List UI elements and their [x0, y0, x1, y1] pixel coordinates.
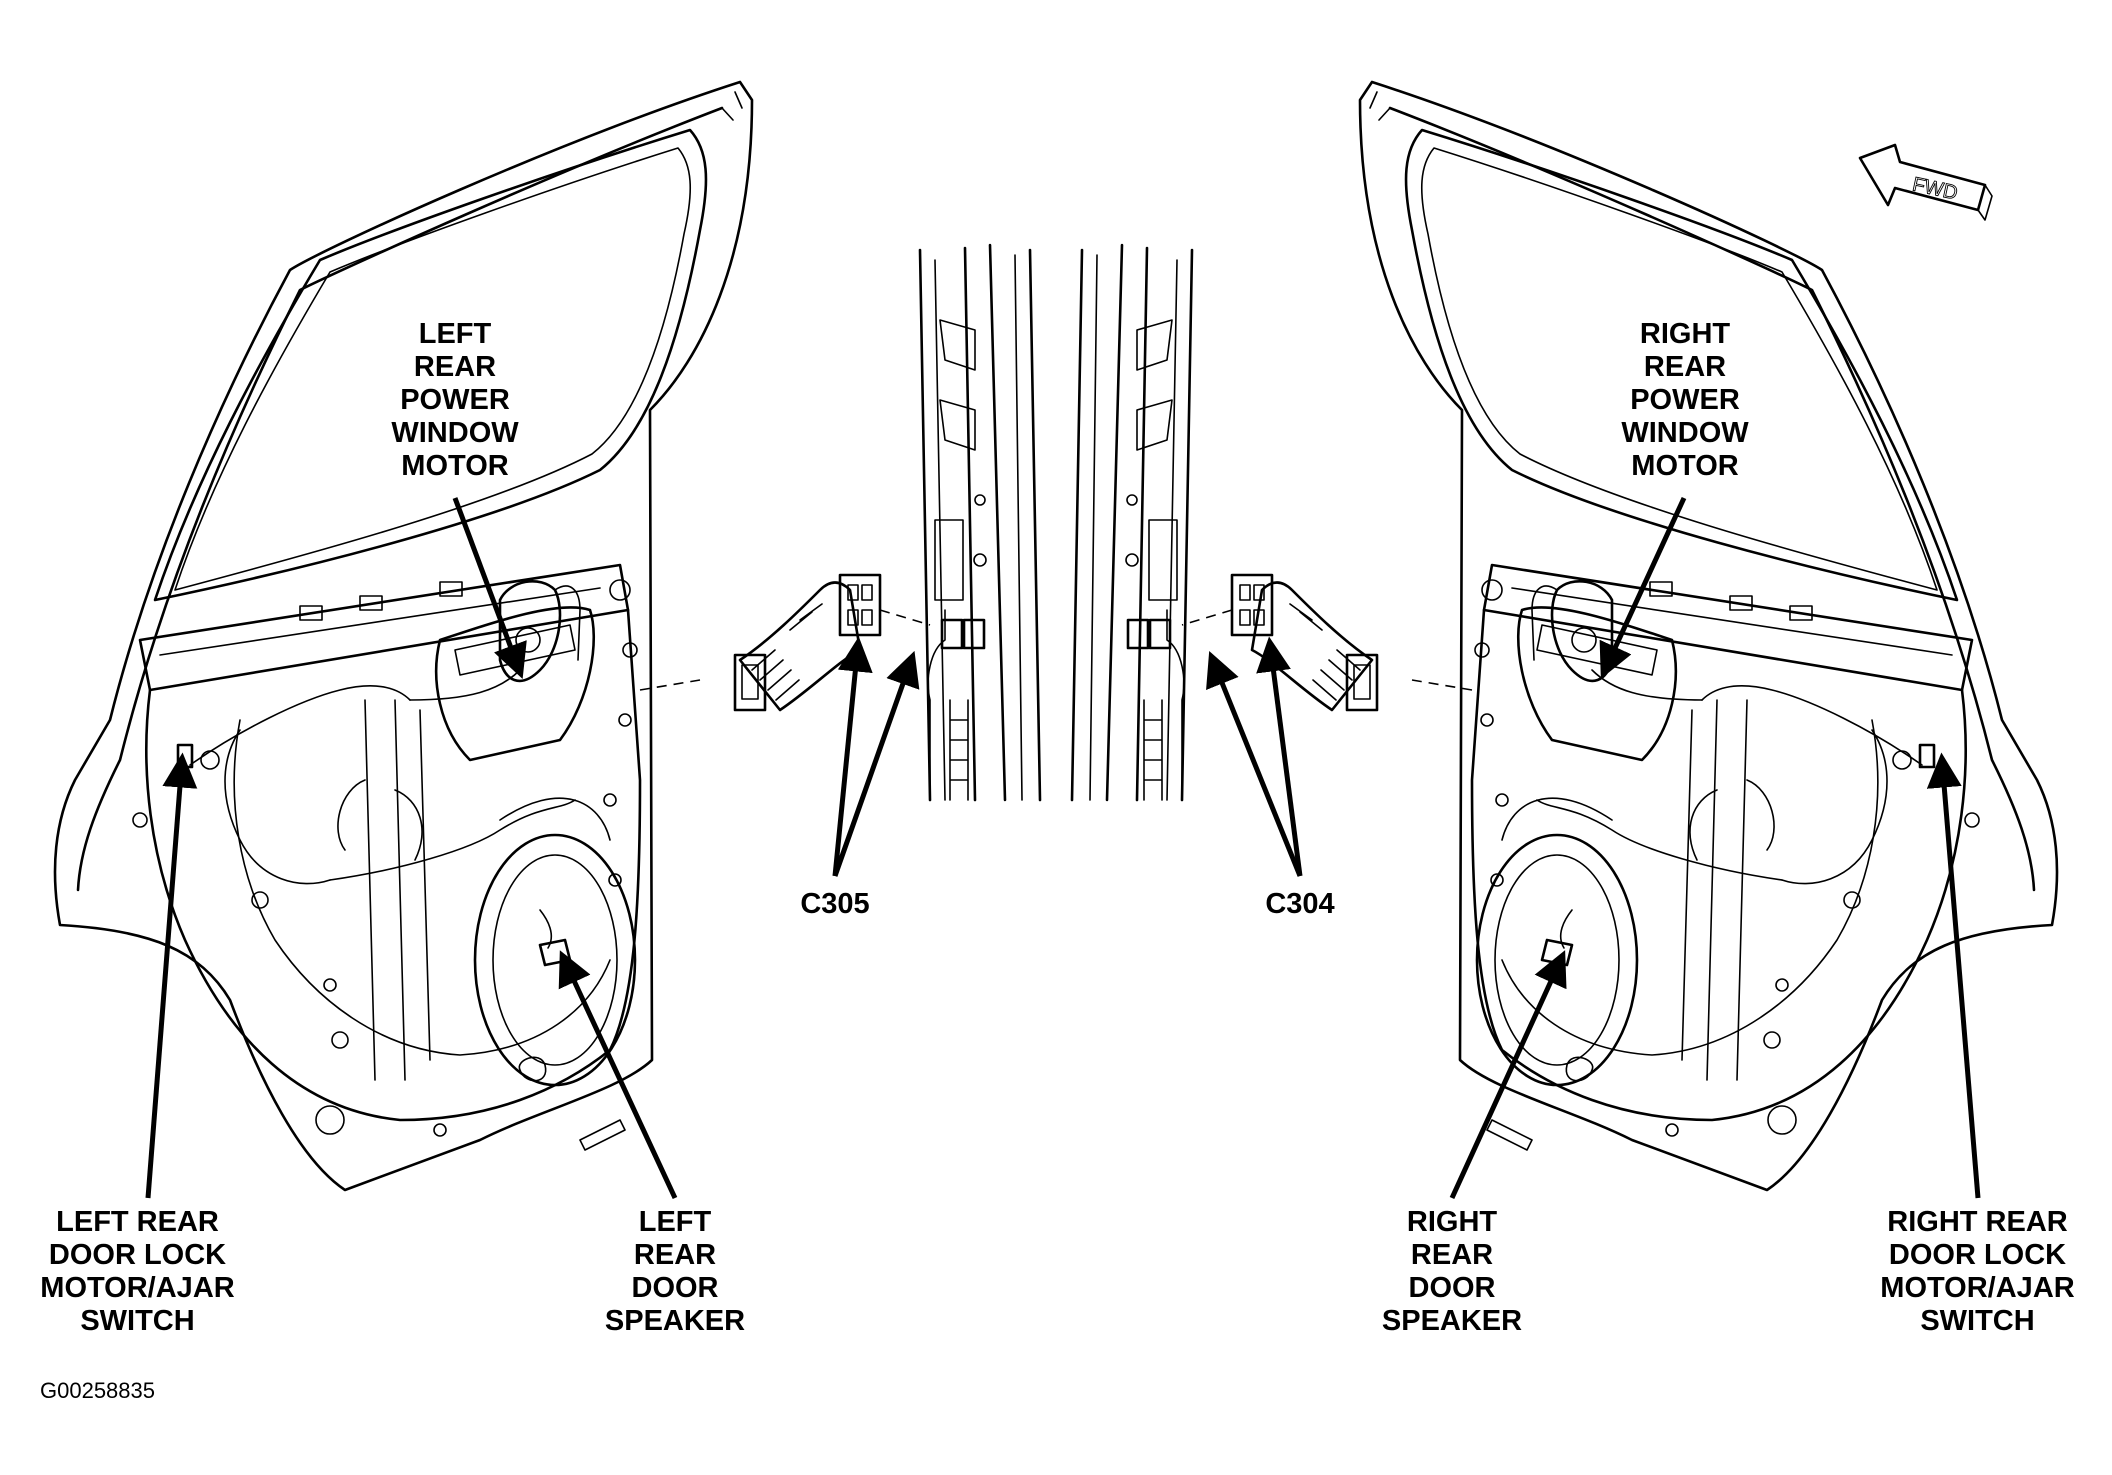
leader-right-speaker: [1449, 950, 1567, 1200]
label-c305: C305: [800, 888, 870, 920]
fwd-arrow-icon: FWD: [1858, 143, 1993, 221]
right-harness-boot: [1180, 573, 1379, 712]
label-right-rear-door-lock-motor-ajar-switch: RIGHT REAR DOOR LOCK MOTOR/AJAR SWITCH: [1880, 1206, 2075, 1337]
leader-c305-a: [832, 636, 873, 877]
leader-left-speaker: [558, 950, 678, 1200]
label-left-rear-door-lock-motor-ajar-switch: LEFT REAR DOOR LOCK MOTOR/AJAR SWITCH: [40, 1206, 235, 1337]
leader-right-lock: [1926, 752, 1981, 1199]
leader-c304-b: [1206, 651, 1303, 877]
label-c304: C304: [1265, 888, 1335, 920]
fwd-text: FWD: [1910, 173, 1959, 204]
right-rear-door: [1358, 80, 2059, 1192]
leader-c304-a: [1256, 636, 1303, 877]
leader-left-window-motor: [452, 497, 527, 680]
left-b-pillar: [918, 243, 1042, 802]
right-b-pillar: [1070, 243, 1194, 802]
leader-lines: [145, 496, 1981, 1200]
label-right-rear-door-speaker: RIGHT REAR DOOR SPEAKER: [1381, 1206, 1523, 1337]
label-right-rear-power-window-motor: RIGHT REAR POWER WINDOW MOTOR: [1621, 318, 1749, 482]
figure-id: G00258835: [40, 1378, 155, 1403]
leader-c305-b: [832, 650, 920, 877]
leader-right-window-motor: [1599, 496, 1687, 679]
label-left-rear-power-window-motor: LEFT REAR POWER WINDOW MOTOR: [391, 318, 519, 482]
leader-left-lock: [145, 752, 198, 1199]
label-left-rear-door-speaker: LEFT REAR DOOR SPEAKER: [604, 1206, 746, 1337]
